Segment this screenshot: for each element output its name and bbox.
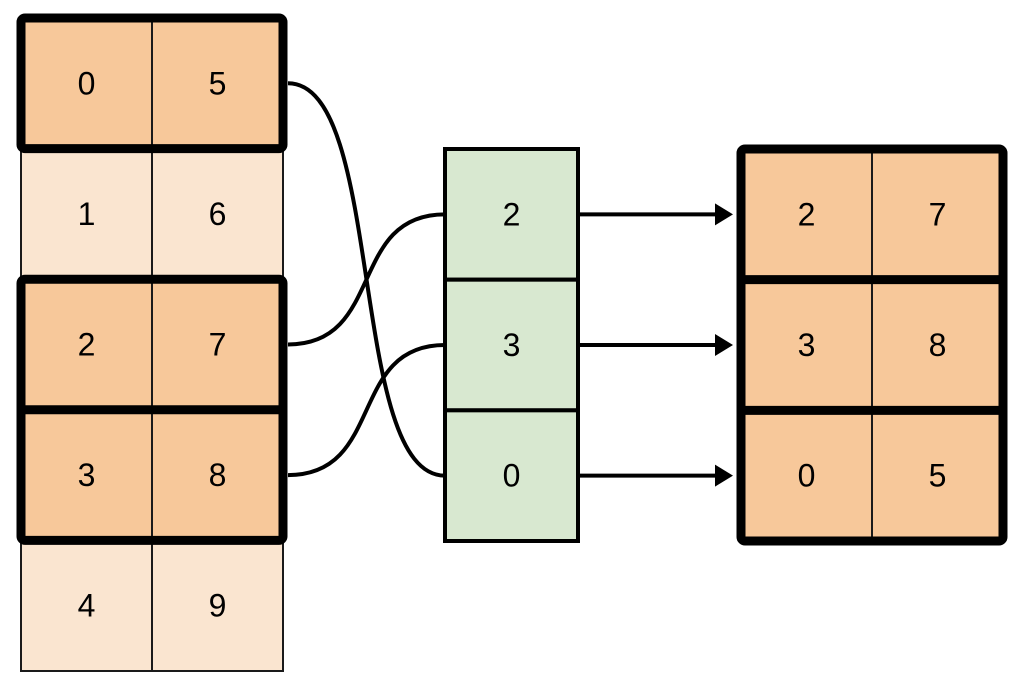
source-cell-value-r3-c0: 3 [78, 457, 96, 493]
source-cell-value-r1-c0: 1 [78, 196, 96, 232]
source-cell-value-r1-c1: 6 [209, 196, 227, 232]
result-cell-value-r2-c0: 0 [798, 458, 816, 494]
result-cell-r2-c1[interactable] [871, 409, 1004, 543]
index-cell-2[interactable] [443, 408, 580, 544]
index-cell-1[interactable] [443, 277, 580, 413]
source-cell-r2-c1[interactable] [151, 278, 284, 411]
result-array: 2 7 3 8 0 5 [736, 144, 1008, 546]
source-highlight-block-0 [16, 13, 288, 154]
source-cell-r1-c1[interactable] [151, 147, 284, 281]
source-cell-value-r4-c1: 9 [209, 588, 227, 624]
connector-curves [287, 81, 446, 478]
source-cell-value-r3-c1: 8 [209, 457, 227, 493]
source-cell-r0-c1[interactable] [151, 17, 284, 150]
source-row-3-to-index-1 [287, 343, 446, 478]
source-array: 0 5 1 6 2 7 3 8 4 9 [16, 13, 288, 673]
index-0-to-result-0-head [715, 203, 733, 226]
source-cell-value-r0-c0: 0 [78, 65, 96, 101]
result-arrows [578, 203, 733, 487]
index-1-to-result-1-head [715, 334, 733, 356]
result-cell-value-r2-c1: 5 [929, 458, 947, 494]
source-cell-r0-c0[interactable] [20, 17, 153, 150]
result-highlight-block [736, 144, 1008, 546]
source-cell-r4-c1[interactable] [151, 539, 284, 673]
index-cell-value-1: 3 [503, 327, 521, 363]
source-cell-value-r2-c1: 7 [209, 327, 227, 363]
source-cell-value-r2-c0: 2 [78, 327, 96, 363]
source-cell-value-r4-c0: 4 [78, 588, 96, 624]
index-2-to-result-2-head [715, 464, 733, 487]
source-cell-r3-c1[interactable] [151, 408, 284, 542]
source-cell-r4-c0[interactable] [20, 539, 153, 673]
source-row-2-to-index-0 [287, 212, 446, 347]
index-vector: 2 3 0 [443, 147, 580, 544]
index-cell-value-2: 0 [503, 458, 521, 494]
result-cell-r2-c0[interactable] [740, 409, 873, 543]
index-cell-value-0: 2 [503, 196, 521, 232]
result-cell-value-r0-c0: 2 [798, 196, 816, 232]
result-cell-value-r0-c1: 7 [929, 196, 947, 232]
source-cell-value-r0-c1: 5 [209, 65, 227, 101]
result-cell-value-r1-c0: 3 [798, 327, 816, 363]
result-cell-value-r1-c1: 8 [929, 327, 947, 363]
